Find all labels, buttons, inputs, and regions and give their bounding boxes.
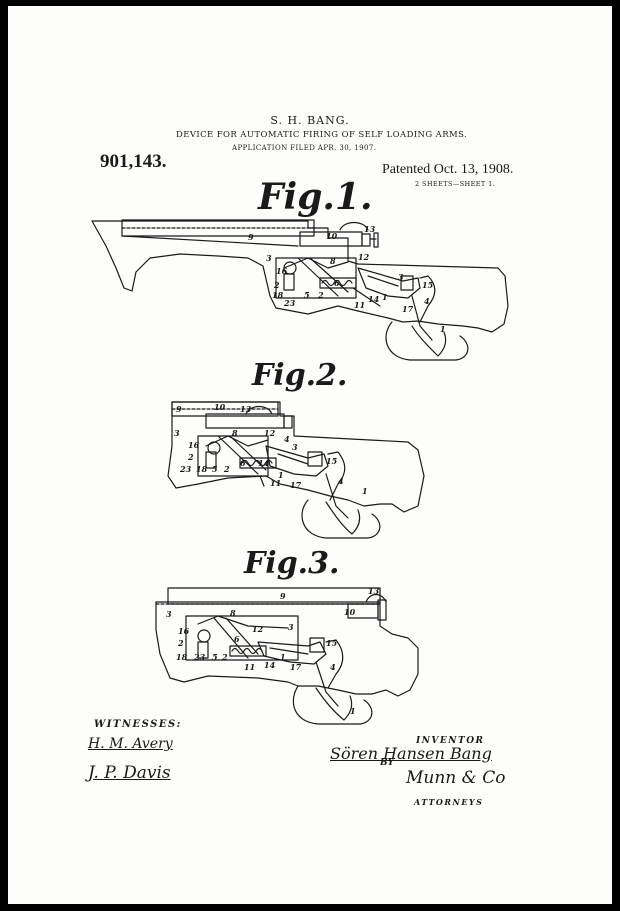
ref-numeral: 17 [402,304,414,314]
ref-numeral: 10 [214,402,226,412]
ref-numeral: 3 [288,622,294,632]
inventor-signature: Sören Hansen Bang [330,744,492,763]
fig2-label: Fig.2. [252,358,348,393]
ref-numeral: 23 [179,464,192,474]
ref-numeral: 6 [234,634,240,644]
ref-numeral: 10 [326,231,338,241]
ref-numeral: 18 [272,290,284,300]
invention-title: DEVICE FOR AUTOMATIC FIRING OF SELF LOAD… [176,130,468,140]
patent-drawings: 9 10 13 3 8 12 16 6 2 18 23 5 2 11 14 1 … [91,219,509,725]
ref-numeral: 8 [330,256,336,266]
fig3-reference-numerals: 9 10 13 3 8 12 3 16 2 18 23 5 2 6 11 14 … [166,586,380,716]
ref-numeral: 17 [290,662,302,672]
fig1-label: Fig.1. [258,176,373,218]
ref-numeral: 2 [177,638,184,648]
ref-numeral: 4 [330,662,336,672]
fig1-drawing [91,219,509,361]
ref-numeral: 3 [266,253,272,263]
fig3-label: Fig.3. [244,546,340,581]
ref-numeral: 6 [334,278,340,288]
ref-numeral: 13 [364,224,376,234]
witness-signature-2: J. P. Davis [88,763,171,783]
ref-numeral: 4 [284,434,290,444]
ref-numeral: 11 [354,300,365,310]
ref-numeral: 3 [174,428,180,438]
ref-numeral: 8 [230,608,236,618]
ref-numeral: 23 [193,652,206,662]
ref-numeral: 9 [248,232,254,242]
ref-numeral: 1 [280,652,286,662]
fig2-reference-numerals: 9 10 13 3 8 12 4 16 2 23 18 5 2 6 14 3 1… [174,402,368,496]
ref-numeral: 2 [187,452,194,462]
application-filed: APPLICATION FILED APR. 30, 1907. [232,144,377,152]
ref-numeral: 14 [368,294,380,304]
ref-numeral: 12 [252,624,264,634]
witness-signature-1: H. M. Avery [88,736,173,752]
ref-numeral: 12 [358,252,370,262]
ref-numeral: 4 [338,476,344,486]
ref-numeral: 2 [221,652,228,662]
attorney-signature: Munn & Co [406,768,506,788]
ref-numeral: 23 [283,298,296,308]
by-label: BY [380,758,394,768]
ref-numeral: 1 [440,324,446,334]
patent-date: Patented Oct. 13, 1908. [382,162,514,177]
ref-numeral: 12 [264,428,276,438]
ref-numeral: 1 [362,486,368,496]
ref-numeral: 17 [290,480,302,490]
fig1-reference-numerals: 9 10 13 3 8 12 16 6 2 18 23 5 2 11 14 1 … [248,224,446,334]
ref-numeral: 14 [258,458,270,468]
ref-numeral: 1 [382,292,388,302]
ref-numeral: 5 [304,290,310,300]
ref-numeral: 8 [232,428,238,438]
ref-numeral: 4 [424,296,430,306]
sheet-info: 2 SHEETS—SHEET 1. [415,180,496,188]
ref-numeral: 11 [270,478,281,488]
ref-numeral: 10 [344,607,356,617]
ref-numeral: 13 [368,586,380,596]
ref-numeral: 5 [212,464,218,474]
ref-numeral: 3 [398,272,404,282]
ref-numeral: 16 [178,626,190,636]
ref-numeral: 2 [223,464,230,474]
attorneys-label: ATTORNEYS [414,797,484,807]
ref-numeral: 15 [326,638,338,648]
ref-numeral: 9 [280,591,286,601]
patent-sheet: S. H. BANG. DEVICE FOR AUTOMATIC FIRING … [8,6,612,904]
inventor-label: INVENTOR [416,736,485,746]
ref-numeral: 3 [292,442,298,452]
ref-numeral: 5 [212,652,218,662]
ref-numeral: 18 [176,652,188,662]
patent-number: 901,143. [100,151,167,172]
ref-numeral: 16 [188,440,200,450]
ref-numeral: 6 [240,458,246,468]
ref-numeral: 3 [166,609,172,619]
ref-numeral: 2 [317,290,324,300]
ref-numeral: 15 [326,456,338,466]
ref-numeral: 9 [176,404,182,414]
ref-numeral: 1 [350,706,356,716]
inventor-name-header: S. H. BANG. [270,114,350,127]
ref-numeral: 18 [196,464,208,474]
ref-numeral: 14 [264,660,276,670]
ref-numeral: 11 [244,662,255,672]
ref-numeral: 16 [276,266,288,276]
witnesses-label: WITNESSES: [94,719,182,730]
fig2-drawing [167,401,425,539]
fig3-drawing [155,587,419,725]
ref-numeral: 2 [273,280,280,290]
ref-numeral: 13 [240,404,252,414]
ref-numeral: 15 [422,280,434,290]
ref-numeral: 1 [278,470,284,480]
